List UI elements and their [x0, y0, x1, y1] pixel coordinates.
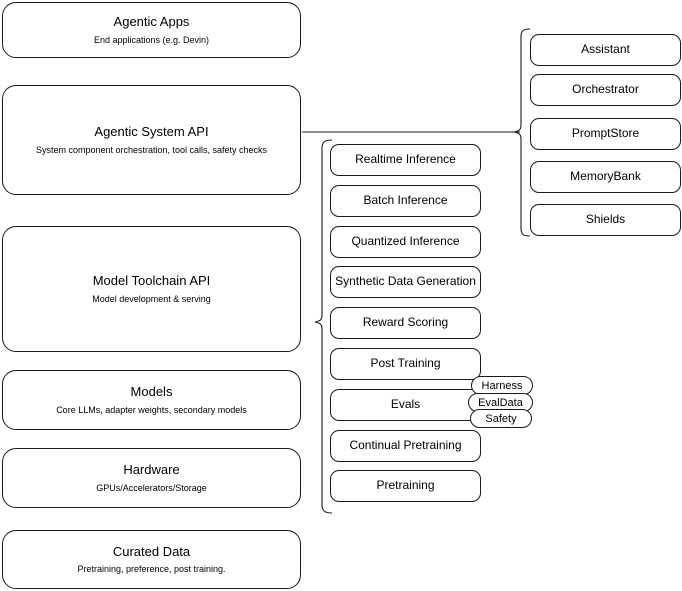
layer-subtitle: System component orchestration, tool cal… [35, 144, 268, 155]
stack-layer-agentic-apps[interactable]: Agentic Apps End applications (e.g. Devi… [2, 2, 301, 58]
badge-label: Safety [485, 412, 517, 425]
chip-label: Quantized Inference [351, 234, 460, 249]
layer-subtitle: Core LLMs, adapter weights, secondary mo… [56, 404, 247, 415]
layer-title: Models [130, 384, 173, 400]
chip-label: Pretraining [376, 478, 435, 493]
badge-label: Harness [481, 379, 523, 392]
layer-subtitle: Model development & serving [92, 293, 211, 304]
stack-layer-model-toolchain-api[interactable]: Model Toolchain API Model development & … [2, 226, 301, 352]
toolchain-component-pretraining[interactable]: Pretraining [330, 470, 481, 502]
toolchain-component-reward-scoring[interactable]: Reward Scoring [330, 307, 481, 339]
chip-label: Shields [585, 212, 626, 227]
system-component-promptstore[interactable]: PromptStore [530, 118, 681, 150]
toolchain-component-quantized-inference[interactable]: Quantized Inference [330, 226, 481, 258]
layer-title: Curated Data [112, 543, 191, 559]
toolchain-component-continual-pretraining[interactable]: Continual Pretraining [330, 430, 481, 462]
system-component-memorybank[interactable]: MemoryBank [530, 161, 681, 193]
chip-label: Orchestrator [572, 82, 639, 97]
stack-layer-curated-data[interactable]: Curated Data Pretraining, preference, po… [2, 530, 301, 589]
brace-system-components [513, 28, 531, 237]
layer-subtitle: Pretraining, preference, post training. [77, 564, 226, 574]
layer-subtitle: GPUs/Accelerators/Storage [96, 482, 207, 493]
layer-title: Agentic Apps [113, 14, 190, 30]
badge-label: EvalData [478, 396, 523, 409]
chip-label: Evals [390, 397, 421, 412]
layer-subtitle: End applications (e.g. Devin) [93, 34, 210, 45]
chip-label: MemoryBank [570, 169, 641, 184]
layer-title: Hardware [123, 462, 180, 478]
toolchain-component-evals[interactable]: Evals [330, 389, 481, 421]
chip-label: PromptStore [571, 126, 640, 141]
chip-label: Batch Inference [363, 193, 448, 208]
system-component-orchestrator[interactable]: Orchestrator [530, 74, 681, 106]
layer-title: Model Toolchain API [92, 273, 211, 289]
eval-badge-safety[interactable]: Safety [470, 409, 532, 428]
chip-label: Assistant [581, 42, 630, 57]
toolchain-component-post-training[interactable]: Post Training [330, 348, 481, 380]
toolchain-component-batch-inference[interactable]: Batch Inference [330, 185, 481, 217]
stack-layer-models[interactable]: Models Core LLMs, adapter weights, secon… [2, 370, 301, 430]
system-component-assistant[interactable]: Assistant [530, 34, 681, 66]
stack-layer-hardware[interactable]: Hardware GPUs/Accelerators/Storage [2, 448, 301, 508]
system-component-shields[interactable]: Shields [530, 204, 681, 236]
chip-label: Continual Pretraining [349, 438, 462, 453]
stack-layer-agentic-system-api[interactable]: Agentic System API System component orch… [2, 85, 301, 195]
chip-label: Post Training [370, 356, 441, 371]
toolchain-component-realtime-inference[interactable]: Realtime Inference [330, 144, 481, 176]
chip-label: Realtime Inference [355, 152, 456, 167]
chip-label: Synthetic Data Generation [335, 274, 476, 289]
chip-label: Reward Scoring [362, 315, 449, 330]
toolchain-component-synthetic-data-generation[interactable]: Synthetic Data Generation [330, 266, 481, 298]
layer-title: Agentic System API [94, 124, 209, 140]
